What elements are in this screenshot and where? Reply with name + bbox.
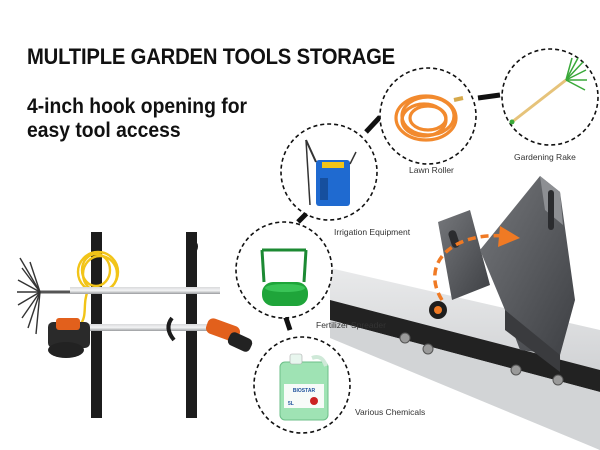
label-gardening-rake: Gardening Rake xyxy=(514,152,576,162)
tool-circle-sprayer xyxy=(280,123,378,221)
tool-circle-roller xyxy=(235,221,333,319)
bracket-closeup xyxy=(330,176,600,450)
subheading-line-2: easy tool access xyxy=(27,119,181,142)
page-headline: MULTIPLE GARDEN TOOLS STORAGE xyxy=(27,44,395,69)
chemical-jug-icon: BIOSTAR 5L xyxy=(279,353,329,421)
tool-circle-chemicals: BIOSTAR 5L xyxy=(253,336,351,434)
bolt xyxy=(510,364,522,376)
bolt xyxy=(399,332,411,344)
label-various-chemicals: Various Chemicals xyxy=(355,407,426,417)
bolt xyxy=(552,374,564,386)
subheading-line-1: 4-inch hook opening for xyxy=(27,95,248,118)
rotation-arrow xyxy=(433,234,506,301)
jug-brand: BIOSTAR xyxy=(293,388,316,394)
closeup-rail-dark-strip xyxy=(330,300,600,392)
rack-rail-lower xyxy=(48,324,228,331)
roller-icon xyxy=(260,248,308,306)
jug-volume: 5L xyxy=(288,401,294,407)
rack-trimmer xyxy=(48,318,253,358)
label-fertilizer-spreader: Fertilizer Spreader xyxy=(316,320,386,330)
tool-circle-rake xyxy=(501,48,599,146)
feature-subheading: 4-inch hook opening for easy tool access xyxy=(27,95,275,143)
label-lawn-roller: Lawn Roller xyxy=(409,165,454,175)
sprayer-icon xyxy=(305,139,357,206)
wall-rack xyxy=(17,232,253,418)
rake-icon xyxy=(509,57,587,125)
bolt xyxy=(422,343,434,355)
rack-rail-upper xyxy=(70,287,220,294)
tool-circle-hose xyxy=(379,67,477,165)
label-irrigation-equipment: Irrigation Equipment xyxy=(334,227,411,237)
hose-icon xyxy=(394,94,464,142)
rotation-arrow-head xyxy=(498,226,520,247)
